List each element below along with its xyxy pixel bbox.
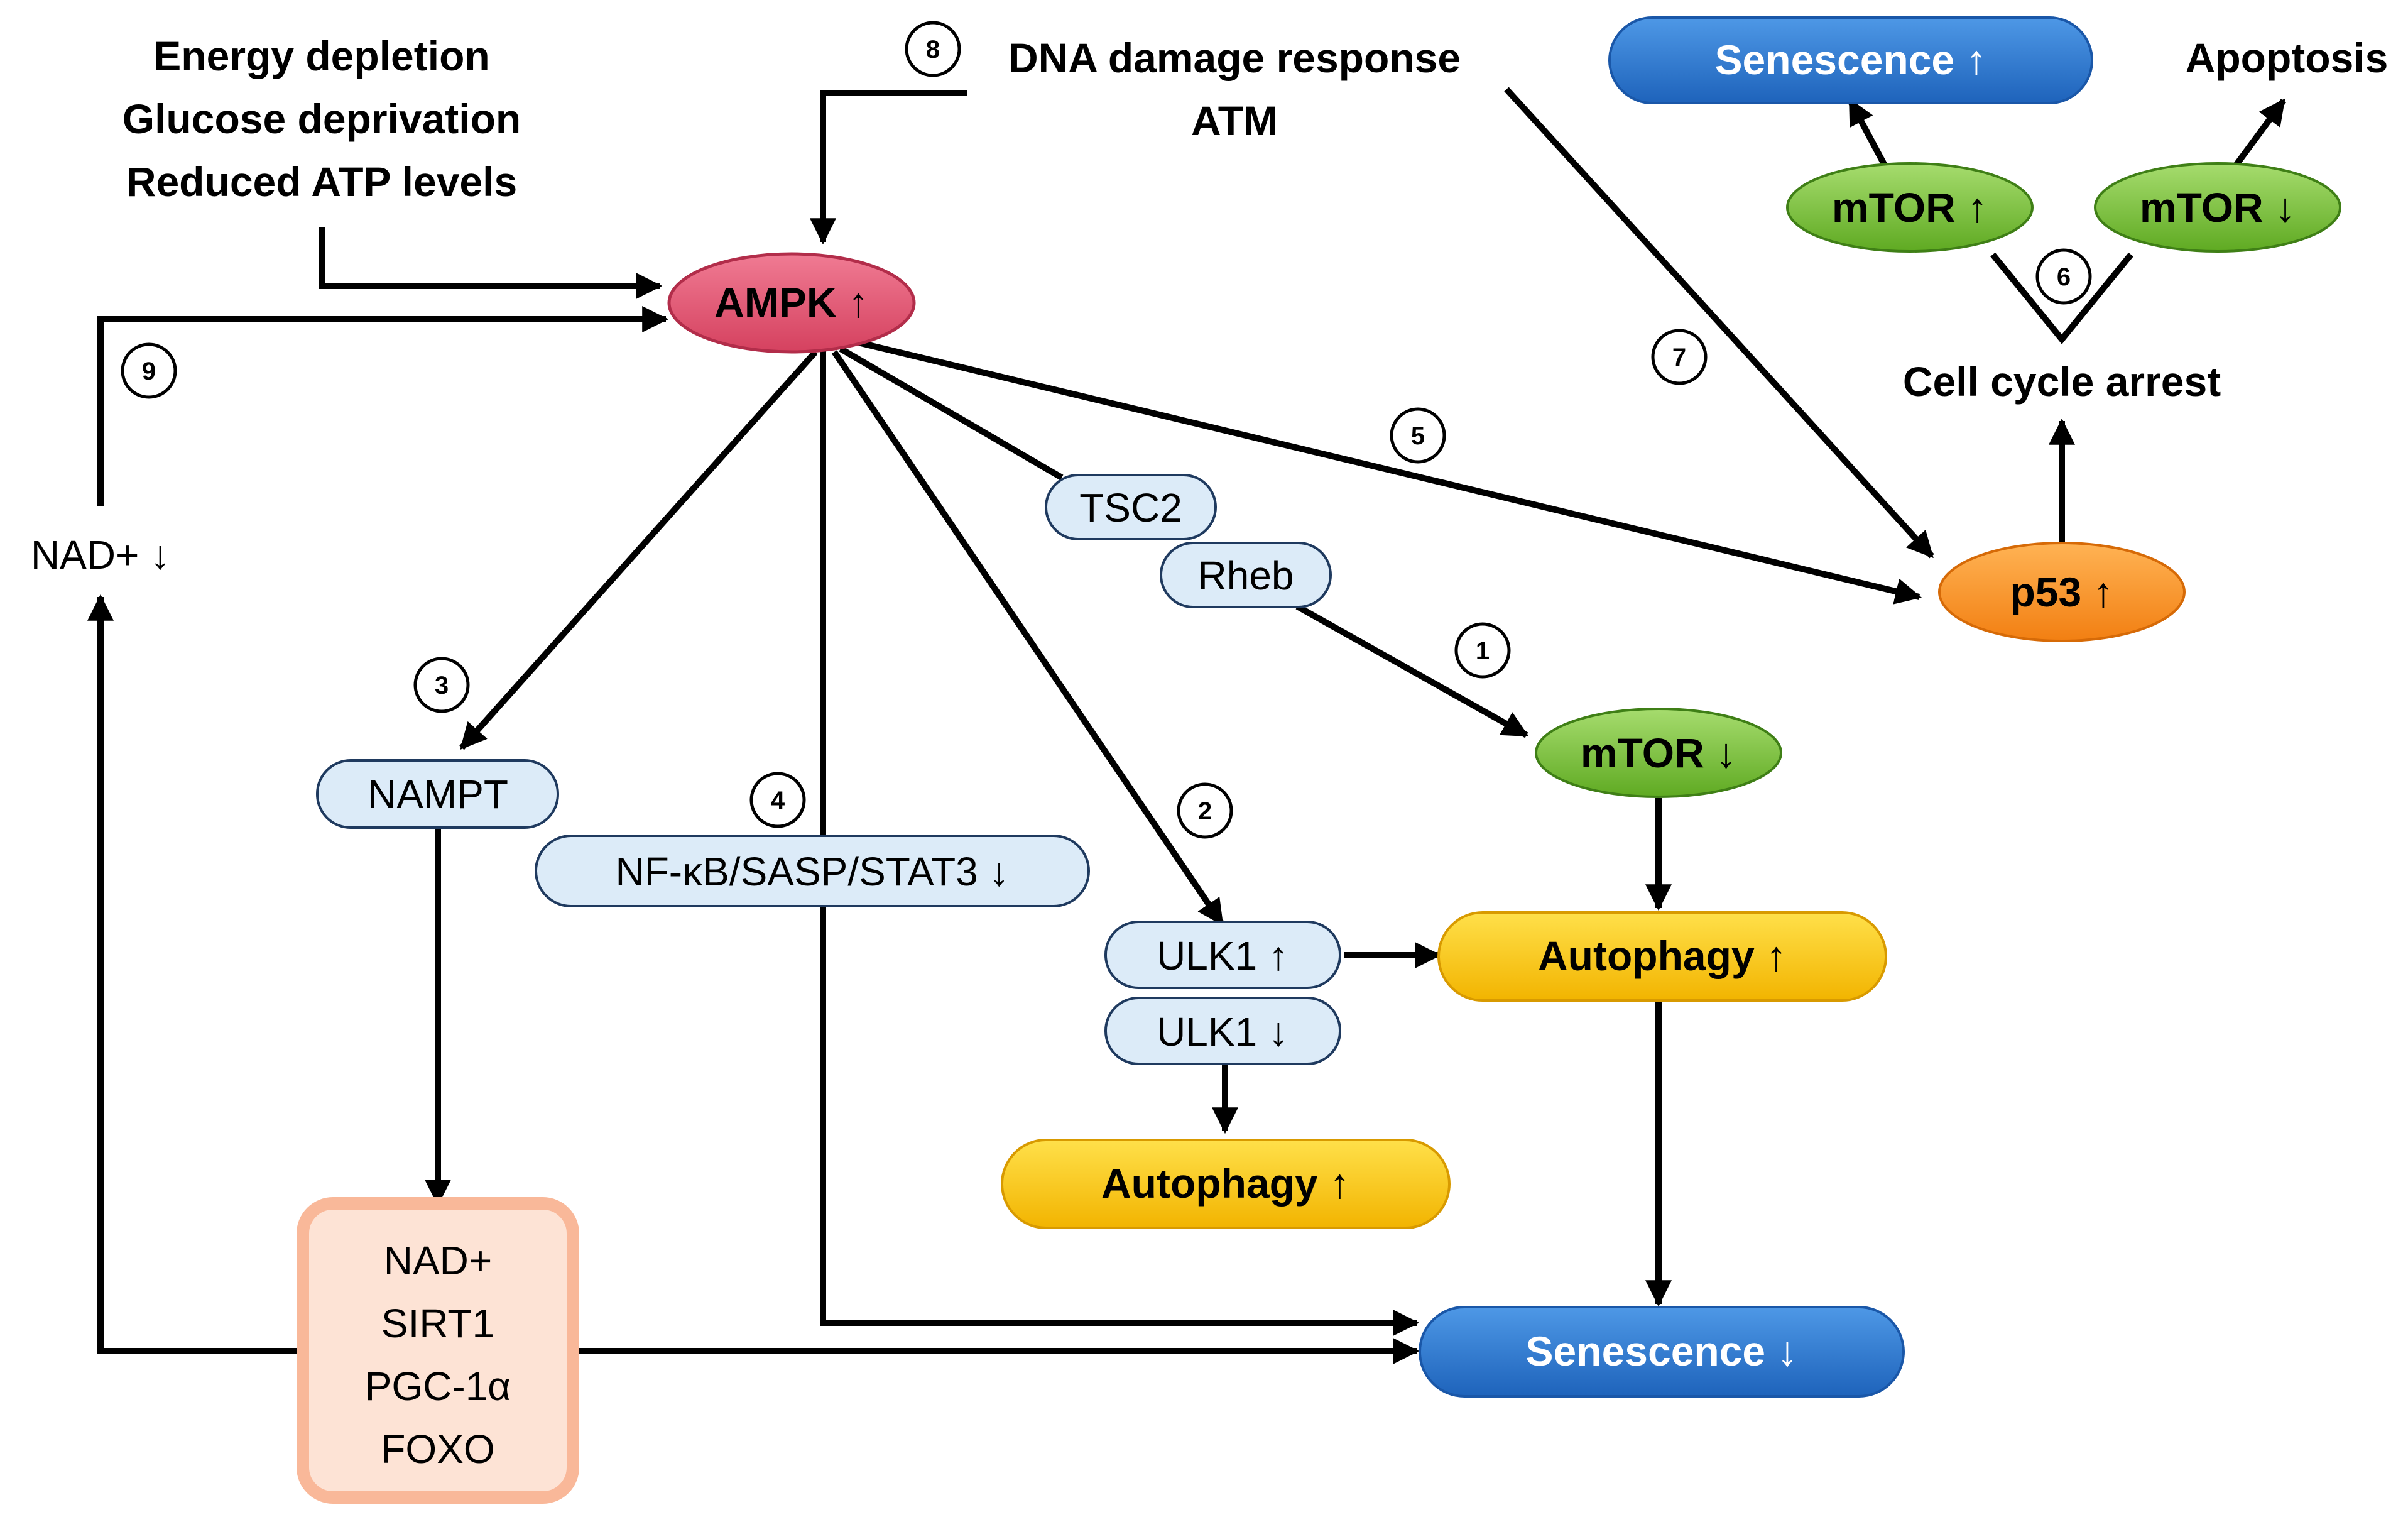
autophagy-left-node: Autophagy ↑ — [1001, 1139, 1451, 1229]
sirt-box-node: NAD+ SIRT1 PGC-1α FOXO — [297, 1197, 579, 1504]
mtor-down-top-label: mTOR ↓ — [2140, 184, 2296, 231]
ulk1-up-node: ULK1 ↑ — [1104, 921, 1341, 989]
edge-ampk-to-senescence — [820, 349, 1420, 1336]
nfkb-node: NF-κB/SASP/STAT3 ↓ — [535, 835, 1090, 907]
autophagy-right-label: Autophagy ↑ — [1538, 933, 1787, 979]
step-8-text: 8 — [926, 36, 940, 63]
step-6-text: 6 — [2057, 263, 2071, 291]
tsc2-node: TSC2 — [1045, 474, 1217, 540]
ulk1-up-label: ULK1 ↑ — [1157, 933, 1288, 978]
edge-cellcycle-v — [1990, 252, 2133, 344]
cell-cycle-arrest-label: Cell cycle arrest — [1903, 358, 2221, 405]
step-1: 1 — [1454, 622, 1511, 679]
edge-mtordown-to-apoptosis — [2226, 98, 2287, 177]
nampt-label: NAMPT — [368, 772, 508, 817]
step-2: 2 — [1177, 782, 1233, 839]
mtor-up-label: mTOR ↑ — [1832, 184, 1988, 231]
energy-label: Energy depletion Glucose deprivation Red… — [123, 33, 521, 205]
edge-nad-to-ampk — [97, 306, 669, 506]
step-4: 4 — [749, 772, 806, 828]
step-6: 6 — [2035, 248, 2092, 305]
mtor-center-label: mTOR ↓ — [1581, 730, 1736, 776]
dna-line-2: ATM — [1191, 97, 1278, 144]
edge-dna-to-ampk — [810, 90, 967, 245]
edge-ampk-to-ulk1 — [831, 350, 1225, 926]
edges — [87, 87, 2287, 1364]
dna-label: DNA damage response ATM — [1008, 35, 1461, 144]
edge-energy-to-ampk — [319, 227, 663, 299]
edge-ampk-to-p53 — [844, 336, 1922, 605]
step-1-text: 1 — [1476, 637, 1490, 665]
sirt-box-line-1: NAD+ — [384, 1238, 493, 1283]
mtor-center-node: mTOR ↓ — [1535, 708, 1782, 798]
step-7: 7 — [1651, 329, 1708, 385]
mtor-up-node: mTOR ↑ — [1786, 162, 2034, 253]
edge-rheb-to-mtor — [1295, 603, 1529, 738]
rheb-node: Rheb — [1160, 542, 1332, 608]
autophagy-left-label: Autophagy ↑ — [1101, 1160, 1350, 1207]
sirt-box-line-2: SIRT1 — [381, 1301, 494, 1346]
step-7-text: 7 — [1672, 344, 1686, 371]
rheb-label: Rheb — [1198, 553, 1294, 598]
apoptosis-label: Apoptosis — [2186, 35, 2389, 81]
energy-line-2: Glucose deprivation — [123, 96, 521, 142]
sirt-box-line-3: PGC-1α — [365, 1364, 511, 1409]
edge-dna-to-p53 — [1504, 87, 1934, 559]
edge-box-to-nad — [87, 594, 302, 1354]
mtor-down-top-node: mTOR ↓ — [2094, 162, 2341, 253]
energy-line-3: Reduced ATP levels — [126, 158, 517, 205]
step-2-text: 2 — [1198, 797, 1212, 825]
step-5-text: 5 — [1411, 422, 1425, 450]
step-9: 9 — [121, 342, 177, 399]
step-3: 3 — [413, 657, 470, 713]
edge-mtorup-to-senescence — [1847, 98, 1893, 177]
ulk1-down-label: ULK1 ↓ — [1157, 1009, 1288, 1054]
autophagy-right-node: Autophagy ↑ — [1437, 911, 1887, 1002]
step-9-text: 9 — [142, 358, 156, 385]
nampt-node: NAMPT — [316, 759, 559, 829]
ampk-node: AMPK ↑ — [667, 252, 916, 354]
ulk1-down-node: ULK1 ↓ — [1104, 997, 1341, 1065]
edge-ampk-to-nampt — [459, 349, 818, 750]
senescence-top-node: Senescence ↑ — [1608, 16, 2093, 104]
tsc2-label: TSC2 — [1079, 485, 1182, 530]
senescence-top-label: Senescence ↑ — [1715, 36, 1987, 83]
step-8: 8 — [905, 21, 961, 77]
energy-line-1: Energy depletion — [153, 33, 489, 79]
senescence-bottom-label: Senescence ↓ — [1526, 1328, 1798, 1374]
dna-line-1: DNA damage response — [1008, 35, 1461, 81]
step-4-text: 4 — [771, 787, 785, 814]
p53-node: p53 ↑ — [1938, 542, 2186, 642]
step-3-text: 3 — [435, 672, 449, 699]
edge-ampk-to-tsc2 — [839, 346, 1064, 481]
step-5: 5 — [1390, 407, 1446, 464]
nfkb-label: NF-κB/SASP/STAT3 ↓ — [615, 849, 1009, 894]
sirt-box-line-4: FOXO — [381, 1426, 494, 1472]
p53-label: p53 ↑ — [2010, 569, 2113, 615]
ampk-label: AMPK ↑ — [714, 279, 869, 326]
senescence-bottom-node: Senescence ↓ — [1419, 1306, 1905, 1398]
nad-down-label: NAD+ ↓ — [31, 532, 170, 578]
